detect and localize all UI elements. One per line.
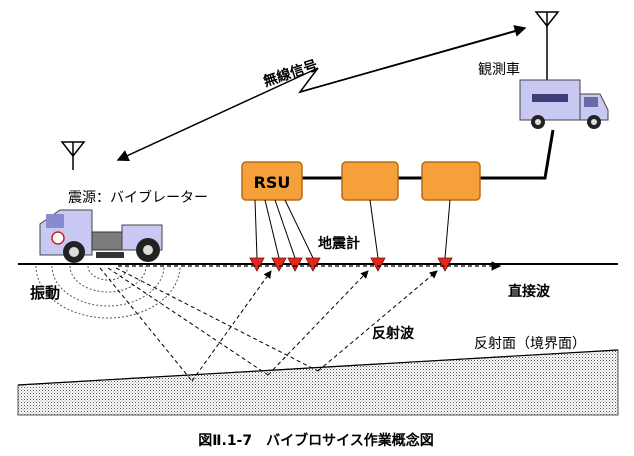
geophones [249,257,453,272]
data-cable [480,129,555,180]
source-label: 震源：バイブレーター [68,189,208,206]
recorder-box-2 [341,161,399,201]
reflected-wave-rays [99,267,438,382]
direct-wave-label: 直接波 [508,283,551,300]
observation-vehicle-label: 観測車 [478,61,520,78]
reflection-surface-label: 反射面（境界面） [474,336,586,352]
observation-vehicle-truck-icon [519,79,609,129]
vibration-label: 振動 [30,284,60,302]
geophone-triangle-down-icon [370,257,386,272]
rsu-label: RSU [254,173,291,192]
reflection-surface-line [17,349,619,386]
vibrator-truck-icon [39,209,163,263]
geophone-triangle-down-icon [249,257,265,272]
geophone-cables [254,199,451,259]
wireless-signal-label: 無線信号 [261,57,320,90]
rsu-box: RSU [241,161,303,201]
figure-caption: 図Ⅱ.1-7 バイブロサイス作業概念図 [198,432,433,449]
geophone-label: 地震計 [318,235,360,252]
observation-antenna-icon [534,11,560,80]
geophone-triangle-down-icon [271,257,287,272]
vibration-waves [35,265,181,319]
recorder-box-3 [421,161,481,201]
geophone-triangle-down-icon [437,257,453,272]
wireless-signal-line [116,25,527,162]
reflected-wave-label: 反射波 [372,325,415,342]
geophone-triangle-down-icon [287,257,303,272]
geophone-triangle-down-icon [305,257,321,272]
reflection-layer [17,349,619,416]
source-antenna-icon [60,141,86,170]
